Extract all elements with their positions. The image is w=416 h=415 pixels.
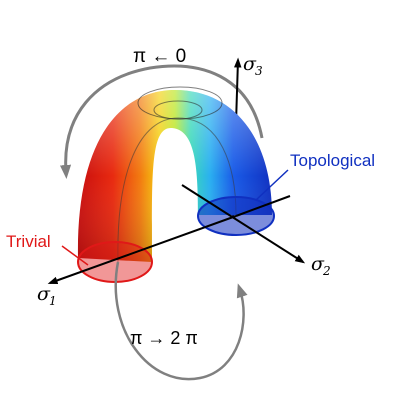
sigma1-label: σ 1 [37, 283, 57, 308]
sigma1-axis-back [235, 195, 291, 217]
sigma3-label: σ 3 [243, 53, 263, 78]
lower-cycle-arrow [114, 261, 248, 381]
half-torus [77, 86, 272, 263]
bottom-arrow-label: π → 2 π [130, 328, 198, 348]
trivial-callout-line [61, 245, 89, 266]
topological-label: Topological [290, 151, 375, 170]
torus-inner-ring [153, 100, 203, 120]
sigma1-sub: 1 [49, 294, 57, 308]
topological-callout-line [255, 169, 289, 201]
sigma3-symbol: σ [243, 53, 257, 75]
sigma3-sub: 3 [255, 64, 263, 78]
sigma1-symbol: σ [37, 283, 51, 305]
sigma2-axis [181, 184, 306, 264]
sigma2-label: σ 2 [311, 253, 331, 278]
trivial-label: Trivial [6, 232, 51, 251]
top-arrow-label: π ← 0 [133, 46, 186, 67]
sigma2-sub: 2 [322, 264, 331, 278]
torus-shade [77, 90, 272, 262]
sigma2-symbol: σ [311, 253, 325, 275]
torus-centerline [117, 117, 237, 263]
sigma1-axis [47, 215, 237, 284]
upper-cycle-arrow [59, 64, 264, 179]
